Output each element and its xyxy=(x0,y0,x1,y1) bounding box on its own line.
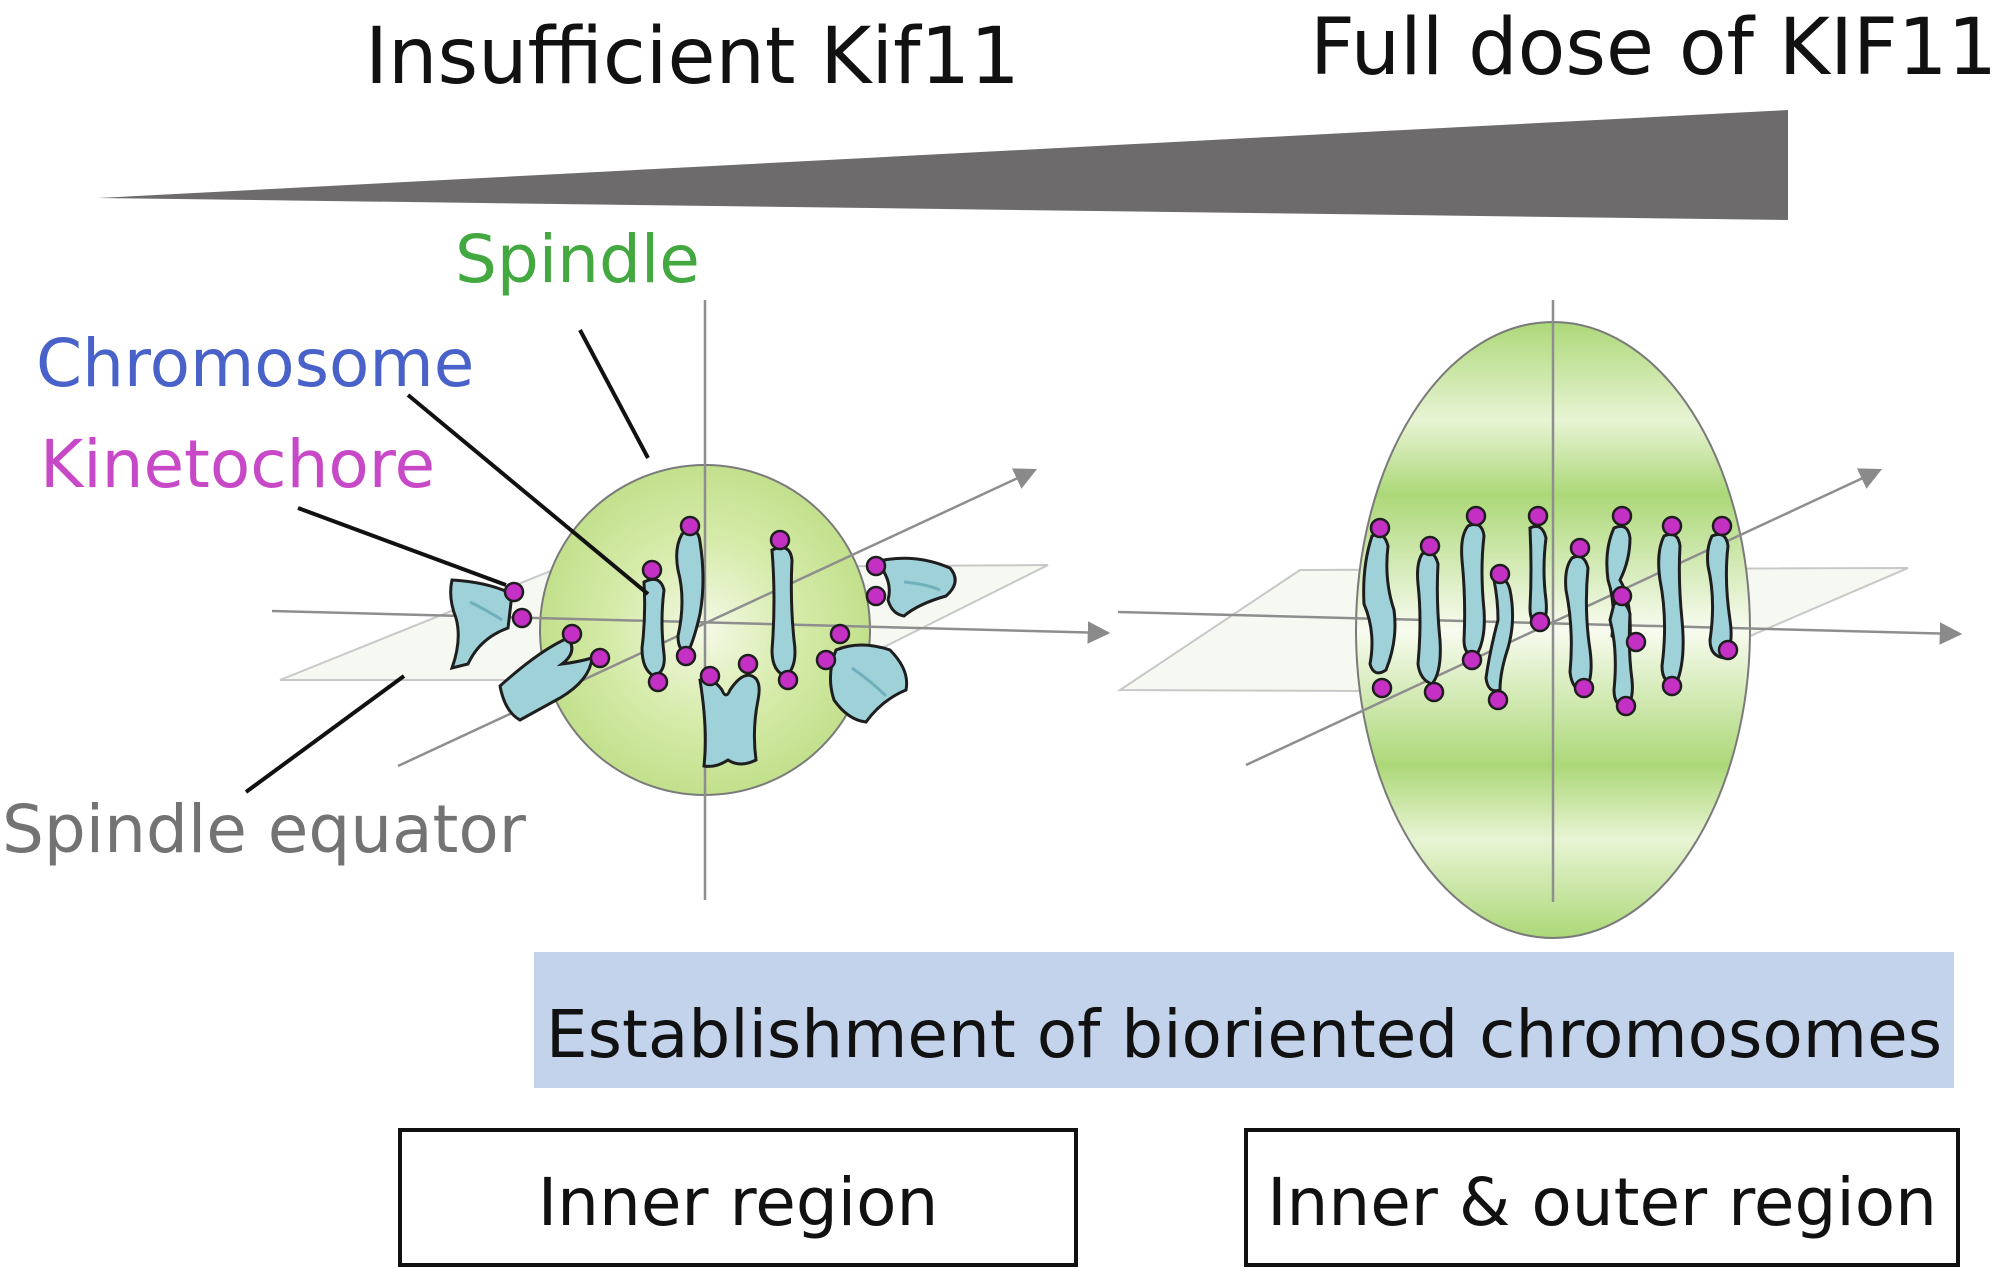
kinetochore-dot xyxy=(1611,505,1633,527)
chromosome-vertical xyxy=(1564,554,1593,694)
chromosome-vertical xyxy=(1460,522,1486,658)
kinetochore-dot xyxy=(1611,585,1633,607)
kinetochore-label: Kinetochore xyxy=(40,426,435,503)
kinetochore-dot xyxy=(1461,649,1483,671)
chromosome-vertical xyxy=(1706,532,1733,660)
kinetochore-dot xyxy=(641,559,663,581)
chromosome-vertical xyxy=(770,546,797,678)
kinetochore-dot xyxy=(1419,535,1441,557)
kinetochore-dot xyxy=(865,585,887,607)
spindle-equator-leader-line xyxy=(244,674,406,794)
kinetochore-dot xyxy=(1569,537,1591,559)
chromosome-vertical xyxy=(640,577,666,678)
chromosome-bottom-u xyxy=(698,673,761,768)
kinetochore-dot xyxy=(675,645,697,667)
kinetochore-dot xyxy=(815,649,837,671)
kinetochore-dot xyxy=(777,669,799,691)
kinetochore-dot xyxy=(699,665,721,687)
spindle-equator-label: Spindle equator xyxy=(2,791,527,868)
inner-region-label: Inner region xyxy=(538,1164,939,1241)
spindle-leader-line xyxy=(578,329,650,459)
kinetochore-dot xyxy=(1369,517,1391,539)
kinetochore-dot xyxy=(1625,631,1647,653)
kinetochore-dot xyxy=(1423,681,1445,703)
kinetochore-dot xyxy=(647,671,669,693)
kinetochore-dot xyxy=(511,607,533,629)
dose-gradient-wedge xyxy=(98,110,1788,220)
kinetochore-dot xyxy=(1371,677,1393,699)
kinetochore-dot xyxy=(737,653,759,675)
spindle-label: Spindle xyxy=(455,221,700,298)
kinetochore-dot xyxy=(1711,515,1733,537)
chromosome-vertical xyxy=(1362,532,1397,675)
chromosome-lower-right-v xyxy=(829,643,909,724)
diagonal-axis-arrow xyxy=(1245,468,1883,767)
biorientation-band-text: Establishment of bioriented chromosomes xyxy=(546,996,1942,1073)
chromosome-leader-line xyxy=(406,393,650,596)
full-dose-kif11-label: Full dose of KIF11 xyxy=(1310,3,1994,93)
chromatid-stripe xyxy=(469,600,503,622)
chromosome-label: Chromosome xyxy=(36,325,474,402)
kinetochore-dot xyxy=(1465,505,1487,527)
biorientation-band xyxy=(534,952,1954,1088)
kinetochore-dot xyxy=(589,647,611,669)
full-dose-spindle-group xyxy=(1116,300,1963,939)
chromosome-right-v xyxy=(882,556,957,618)
kinetochore-dot xyxy=(1487,689,1509,711)
chromosome-vertical xyxy=(1528,524,1548,628)
chromatid-stripe xyxy=(903,580,941,592)
chromosome-left-v xyxy=(449,578,514,671)
kinetochore-dot xyxy=(1717,639,1739,661)
kinetochore-dot xyxy=(1527,505,1549,527)
kinetochore-leader-line xyxy=(297,506,507,587)
inner-region-box xyxy=(398,1128,1078,1267)
kinetochore-dot xyxy=(769,529,791,551)
insufficient-kif11-label: Insufficient Kif11 xyxy=(365,12,1020,102)
kinetochore-dot xyxy=(1615,695,1637,717)
kinetochore-dot xyxy=(1489,563,1511,585)
kinetochore-dot xyxy=(679,515,701,537)
chromosome-vertical xyxy=(1416,550,1442,686)
kinetochore-dot xyxy=(865,555,887,577)
bioriented-kinetochores xyxy=(1369,505,1739,717)
kinetochore-dot xyxy=(1573,677,1595,699)
inner-outer-region-label: Inner & outer region xyxy=(1267,1164,1937,1241)
kinetochore-dot xyxy=(1529,611,1551,633)
insufficient-spindle-group xyxy=(271,300,1111,900)
chromatid-stripe xyxy=(851,666,888,698)
kinetochore-dot xyxy=(1661,515,1683,537)
kinetochore-dot xyxy=(561,623,583,645)
inner-outer-region-box xyxy=(1244,1128,1960,1267)
kinetochore-dot xyxy=(503,581,525,603)
kinetochore-dot xyxy=(1661,675,1683,697)
diagonal-axis-arrow xyxy=(397,468,1038,768)
kinetochore-dot xyxy=(829,623,851,645)
